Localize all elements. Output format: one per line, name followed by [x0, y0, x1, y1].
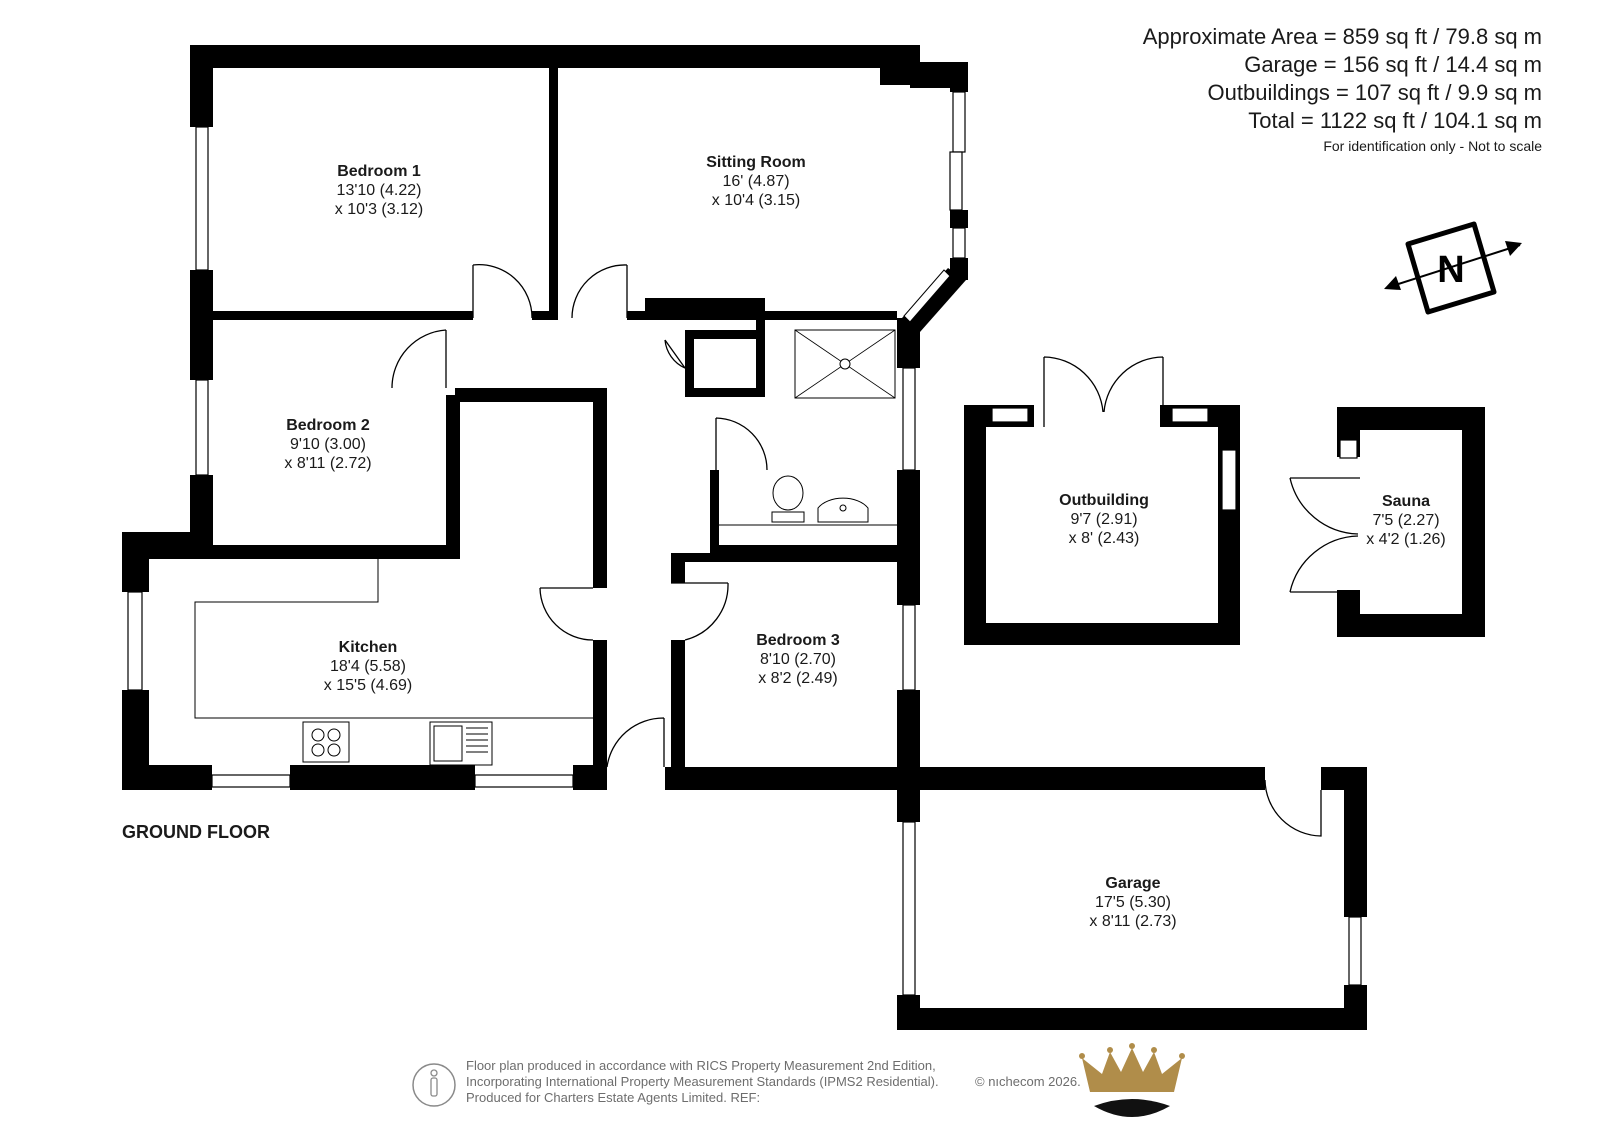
outbuilding-doors: [1043, 356, 1164, 427]
windows: [127, 91, 1362, 996]
room-name: Bedroom 1: [337, 163, 421, 180]
sauna-doors: [1289, 477, 1360, 593]
room-label-sauna: Sauna 7'5 (2.27) x 4'2 (1.26): [1366, 493, 1446, 548]
room-dimension-2: x 10'3 (3.12): [335, 201, 423, 218]
room-label-bedroom-2: Bedroom 2 9'10 (3.00) x 8'11 (2.72): [284, 417, 371, 472]
room-dimension-1: 9'10 (3.00): [290, 436, 366, 453]
room-dimension-1: 8'10 (2.70): [760, 651, 836, 668]
hob: [302, 721, 350, 763]
room-name: Outbuilding: [1059, 492, 1149, 509]
shower-tray: [794, 329, 896, 399]
floor-label: GROUND FLOOR: [122, 822, 270, 842]
doors: [391, 264, 1322, 837]
scale-note: For identification only - Not to scale: [1323, 138, 1542, 154]
room-name: Garage: [1105, 875, 1160, 892]
kitchen-worktop: [194, 559, 593, 719]
room-label-garage: Garage 17'5 (5.30) x 8'11 (2.73): [1089, 875, 1176, 930]
room-name: Sauna: [1382, 493, 1430, 510]
room-dimension-2: x 8'11 (2.72): [284, 455, 371, 472]
area-total: Total = 1122 sq ft / 104.1 sq m: [1248, 108, 1542, 133]
compass-icon: N: [1384, 221, 1522, 315]
room-name: Bedroom 2: [286, 417, 370, 434]
kitchen-sink: [429, 721, 493, 766]
area-garage: Garage = 156 sq ft / 14.4 sq m: [1244, 52, 1542, 77]
outbuilding-windows: [991, 407, 1237, 511]
room-dimension-1: 17'5 (5.30): [1095, 894, 1171, 911]
room-dimension-1: 7'5 (2.27): [1372, 512, 1439, 529]
room-dimension-1: 9'7 (2.91): [1070, 511, 1137, 528]
toilet: [771, 475, 805, 523]
room-dimension-2: x 15'5 (4.69): [324, 677, 412, 694]
area-approximate: Approximate Area = 859 sq ft / 79.8 sq m: [1142, 24, 1542, 49]
room-label-bedroom-1: Bedroom 1 13'10 (4.22) x 10'3 (3.12): [335, 163, 423, 218]
compass-letter: N: [1437, 249, 1464, 291]
footer-line-3: Produced for Charters Estate Agents Limi…: [466, 1090, 761, 1105]
bay-window: [902, 268, 966, 332]
room-dimension-1: 16' (4.87): [722, 173, 789, 190]
house-walls: [122, 45, 1367, 1030]
room-dimension-1: 18'4 (5.58): [330, 658, 406, 675]
area-outbuildings: Outbuildings = 107 sq ft / 9.9 sq m: [1207, 80, 1542, 105]
room-dimension-2: x 8'11 (2.73): [1089, 913, 1176, 930]
room-name: Sitting Room: [706, 154, 806, 171]
room-label-bedroom-3: Bedroom 3 8'10 (2.70) x 8'2 (2.49): [756, 632, 840, 687]
room-label-kitchen: Kitchen 18'4 (5.58) x 15'5 (4.69): [324, 639, 412, 694]
footer-line-1: Floor plan produced in accordance with R…: [466, 1058, 936, 1073]
room-dimension-2: x 4'2 (1.26): [1366, 531, 1446, 548]
room-label-outbuilding: Outbuilding 9'7 (2.91) x 8' (2.43): [1059, 492, 1149, 547]
wash-basin: [817, 497, 869, 523]
room-dimension-2: x 8' (2.43): [1069, 530, 1140, 547]
sauna-window: [1339, 439, 1358, 459]
person-icon: [412, 1063, 456, 1107]
room-label-sitting-room: Sitting Room 16' (4.87) x 10'4 (3.15): [706, 154, 806, 209]
room-dimension-1: 13'10 (4.22): [337, 182, 422, 199]
crown-logo-icon: [1079, 1043, 1185, 1117]
room-name: Bedroom 3: [756, 632, 840, 649]
room-name: Kitchen: [339, 639, 398, 656]
room-dimension-2: x 8'2 (2.49): [758, 670, 838, 687]
footer-line-2: Incorporating International Property Mea…: [466, 1074, 939, 1089]
copyright: © nıchecom 2026.: [975, 1074, 1081, 1089]
room-dimension-2: x 10'4 (3.15): [712, 192, 800, 209]
